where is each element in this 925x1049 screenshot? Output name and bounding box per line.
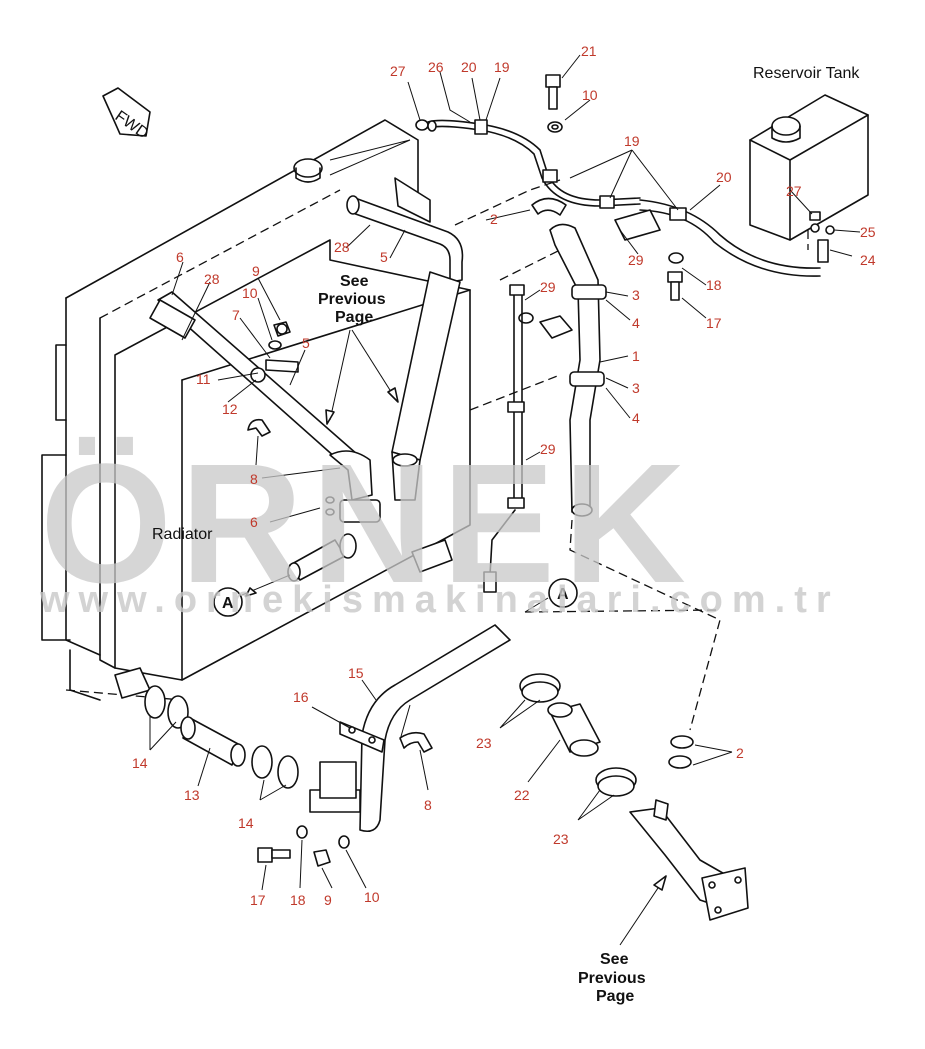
callout-3: 3 [632, 380, 640, 396]
see-previous-page-top-line3: Page [335, 309, 373, 326]
callouts: 27 26 20 19 21 10 19 20 27 25 24 2 28 5 … [132, 43, 876, 908]
bolt-17-upper [667, 252, 684, 301]
bypass-tube-diagonal [149, 291, 381, 523]
watermark-brand: ÖRNEK [40, 429, 694, 619]
callout-20: 20 [716, 169, 732, 185]
callout-5: 5 [302, 335, 310, 351]
radiator-lower-outlet [241, 533, 357, 597]
callout-27: 27 [786, 183, 802, 199]
callout-3: 3 [632, 287, 640, 303]
radiator-label: Radiator [152, 526, 213, 543]
fasteners-upper-left [247, 321, 335, 516]
water-pipe-15 [309, 624, 511, 833]
watermark: ÖRNEK www.ornekismakinalari.com.tr [39, 429, 840, 621]
callout-28: 28 [204, 271, 220, 287]
see-previous-page-arrows-top [325, 329, 399, 425]
bolt-clamp-mid [483, 284, 573, 593]
callout-14: 14 [132, 755, 148, 771]
callout-16: 16 [293, 689, 309, 705]
hose-13-with-clamps [144, 685, 299, 789]
callout-11: 11 [196, 371, 211, 387]
hose-22-with-clamps [519, 673, 637, 797]
view-marker-a-left: A [213, 587, 243, 617]
u-bolt-8-lower [399, 731, 433, 753]
callout-28: 28 [334, 239, 350, 255]
callout-4: 4 [632, 410, 640, 426]
see-previous-page-bottom-line1: See [600, 951, 629, 968]
radiator-cap [293, 158, 323, 183]
callout-6: 6 [176, 249, 184, 265]
reservoir-tank-label: Reservoir Tank [753, 65, 860, 82]
callout-10: 10 [242, 285, 258, 301]
overflow-hose [415, 119, 641, 209]
callout-21: 21 [581, 43, 597, 59]
elbow-pipe-lower-right [629, 735, 749, 921]
callout-19: 19 [624, 133, 640, 149]
see-previous-page-top: See Previous Page [318, 273, 386, 326]
callout-9: 9 [324, 892, 332, 908]
callout-18: 18 [290, 892, 306, 908]
callout-2: 2 [490, 211, 498, 227]
bolt-21 [545, 74, 563, 133]
callout-8: 8 [250, 471, 258, 487]
see-previous-page-bottom-line2: Previous [578, 970, 646, 987]
callout-4: 4 [632, 315, 640, 331]
view-marker-a-left-text: A [222, 595, 234, 612]
reservoir-hose [614, 199, 821, 277]
callout-23: 23 [553, 831, 569, 847]
callout-26: 26 [428, 59, 444, 75]
callout-19: 19 [494, 59, 510, 75]
callout-24: 24 [860, 252, 876, 268]
callout-29: 29 [540, 279, 556, 295]
callout-15: 15 [348, 665, 364, 681]
callout-18: 18 [706, 277, 722, 293]
callout-8: 8 [424, 797, 432, 813]
view-marker-a-right-text: A [557, 586, 569, 603]
reservoir-tank [749, 94, 869, 263]
callout-5: 5 [380, 249, 388, 265]
leader-lines [149, 54, 861, 891]
callout-1: 1 [632, 348, 640, 364]
callout-27: 27 [390, 63, 406, 79]
callout-12: 12 [222, 401, 238, 417]
see-previous-page-top-line1: See [340, 273, 369, 290]
callout-13: 13 [184, 787, 200, 803]
callout-10: 10 [364, 889, 380, 905]
callout-23: 23 [476, 735, 492, 751]
callout-29: 29 [628, 252, 644, 268]
callout-29: 29 [540, 441, 556, 457]
callout-7: 7 [232, 307, 240, 323]
see-previous-page-top-line2: Previous [318, 291, 386, 308]
see-previous-page-bottom: See Previous Page [578, 951, 646, 1005]
callout-10: 10 [582, 87, 598, 103]
vertical-tube-right [391, 271, 461, 501]
upper-radiator-hose [531, 197, 607, 517]
see-previous-page-arrow-bottom [619, 875, 667, 946]
callout-17: 17 [706, 315, 722, 331]
callout-20: 20 [461, 59, 477, 75]
bottom-tank-fitting [114, 539, 453, 699]
callout-14: 14 [238, 815, 254, 831]
callout-22: 22 [514, 787, 530, 803]
view-marker-a-right: A [524, 578, 578, 613]
callout-2: 2 [736, 745, 744, 761]
forward-arrow-icon: FWD [102, 87, 151, 143]
callout-6: 6 [250, 514, 258, 530]
watermark-url: www.ornekismakinalari.com.tr [39, 579, 840, 621]
fasteners-lower [257, 825, 350, 867]
callout-25: 25 [860, 224, 876, 240]
callout-9: 9 [252, 263, 260, 279]
callout-17: 17 [250, 892, 266, 908]
see-previous-page-bottom-line3: Page [596, 988, 634, 1005]
